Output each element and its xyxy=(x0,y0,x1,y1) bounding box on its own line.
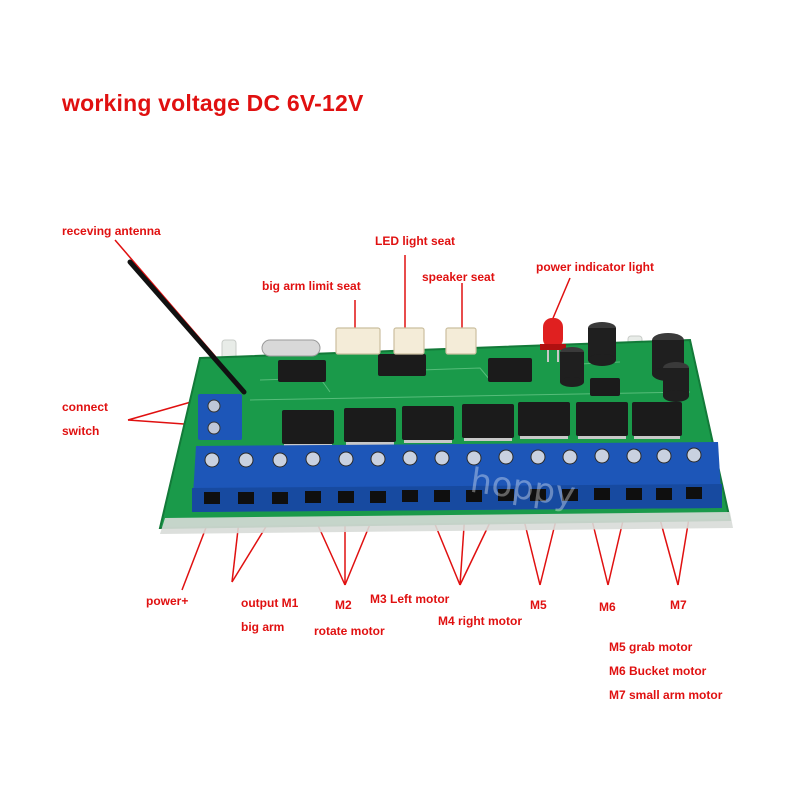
label-m3-left-motor: M3 Left motor xyxy=(370,592,450,606)
label-speaker-seat: speaker seat xyxy=(422,270,495,284)
label-m6: M6 xyxy=(599,600,616,614)
antenna xyxy=(127,259,247,395)
switch-terminal xyxy=(198,394,242,440)
headline-working-voltage: working voltage DC 6V-12V xyxy=(62,90,364,116)
label-output-m1: output M1 xyxy=(241,596,299,610)
label-led-light-seat: LED light seat xyxy=(375,234,456,248)
label-power-indicator-light: power indicator light xyxy=(536,260,655,274)
label-m2: M2 xyxy=(335,598,352,612)
label-m5: M5 xyxy=(530,598,547,612)
label-receiving-antenna: receving antenna xyxy=(62,224,161,238)
driver-chips xyxy=(282,402,682,444)
label-big-arm-limit-seat: big arm limit seat xyxy=(262,279,361,293)
label-m5-grab-motor: M5 grab motor xyxy=(609,640,693,654)
label-m6-bucket-motor: M6 Bucket motor xyxy=(609,664,707,678)
power-led xyxy=(540,318,566,362)
connector-seats xyxy=(335,327,477,355)
terminal-strip xyxy=(192,442,722,512)
label-m4-right-motor: M4 right motor xyxy=(438,614,522,628)
label-switch: switch xyxy=(62,424,100,438)
label-m7-small-arm-motor: M7 small arm motor xyxy=(609,688,723,702)
label-power: power+ xyxy=(146,594,189,608)
capacitors xyxy=(560,322,689,402)
label-rotate-motor: rotate motor xyxy=(314,624,385,638)
label-big-arm: big arm xyxy=(241,620,285,634)
top-chips xyxy=(278,354,620,396)
label-connect: connect xyxy=(62,400,109,414)
label-m7: M7 xyxy=(670,598,687,612)
